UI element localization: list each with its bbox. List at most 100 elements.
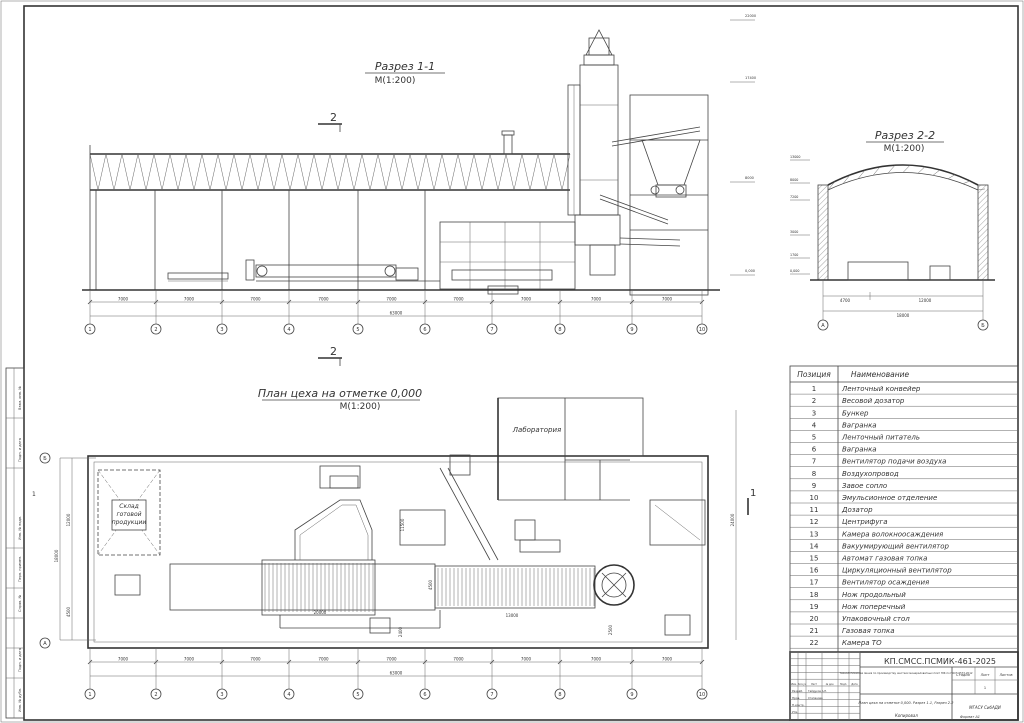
dimension-text: 4500 [428,579,433,590]
dimension-text: 7000 [250,657,261,662]
axis-number: 7 [490,327,493,333]
sheet-label: Лист [980,673,991,677]
axis-bubble [696,323,708,335]
axis-number: 3 [220,692,223,698]
axis-number: 5 [356,692,359,698]
spec-row-position: 20 [810,615,819,623]
format-label: Формат А1 [960,715,980,719]
dimension-text: 7000 [318,297,329,302]
axis-bubble [352,323,364,335]
spec-row-name: Упаковочный стол [842,615,910,623]
axis-bubble [486,323,498,335]
title-block-header: Дата [851,683,858,686]
axis-bubble [696,688,708,700]
title-block-header: № док. [826,683,835,686]
axis-bubble [283,688,295,700]
axis-number: 3 [220,327,223,333]
axis-number: 6 [423,327,426,333]
spec-row-name: Вентилятор осаждения [842,579,929,587]
spec-row-name: Газовая топка [842,627,895,635]
spec-row-name: Ленточный конвейер [841,385,921,393]
spec-row-position: 11 [810,506,819,514]
room-label-lab: Лаборатория [512,426,561,434]
sheet-number: 1 [984,686,986,690]
dimension-text: 7000 [118,657,129,662]
spec-row-position: 7 [812,458,816,466]
spec-header-position: Позиция [797,370,831,379]
title-block-role: Н.контр. [792,703,805,707]
section-1-1-scale: М(1:200) [375,76,416,86]
spec-row-position: 9 [812,482,816,490]
dimension-text: 2400 [398,626,403,637]
strip-label: Инв. № подл. [18,516,22,540]
title-block-name: Степанова [808,696,823,700]
drawing-code: КП.СМСС.ПСМИК-461-2025 [884,657,996,666]
spec-header-name: Наименование [851,370,910,379]
axis-number: 1 [88,692,91,698]
axis-bubble [352,688,364,700]
spec-row-name: Дозатор [841,506,873,514]
axis-number: 4 [287,327,290,333]
elevation-mark: 0,000 [790,269,799,273]
section-1-1-title: Разрез 1-1 [375,60,435,73]
axis-bubble [486,688,498,700]
plan-title: План цеха на отметке 0,000 [258,387,422,400]
spec-row-name: Вагранка [842,421,877,429]
spec-row-name: Центрифуга [842,518,887,526]
organization: МГАСУ СибАДИ [969,705,1001,710]
axis-letter: Б [981,323,985,329]
stage-label: Стадия [956,673,969,677]
dimension-text: 13000 [506,613,519,618]
dimension-text: 4500 [66,606,71,617]
axis-number: 4 [287,692,290,698]
axis-number: 8 [558,692,561,698]
strip-label: Перв. примен. [18,556,22,582]
spec-row-name: Эмульсионное отделение [841,494,937,502]
dimension-text: 4700 [840,298,851,303]
section-mark-side: 1 [32,491,36,498]
title-block-header: Лист [811,683,818,686]
title-block-role: Разраб. [792,689,803,693]
dimension-text: 7000 [318,657,329,662]
spec-row-name: Бункер [842,409,869,417]
section-mark-bottom: 2 [330,345,337,358]
dimension-text: 7000 [521,297,532,302]
dimension-text: 20000 [314,610,327,615]
dimension-text: 7000 [184,297,195,302]
dimension-text: 7000 [386,657,397,662]
axis-number: 9 [630,327,633,333]
dimension-text: 24000 [730,513,735,526]
spec-row-position: 12 [810,518,819,526]
axis-bubble [150,323,162,335]
spec-row-position: 15 [810,555,819,563]
spec-row-name: Воздухопровод [842,470,899,478]
elevation-mark: 8000 [790,178,798,182]
elevation-mark: 17400 [745,76,756,80]
spec-row-name: Ленточный питатель [841,434,920,442]
dimension-text: 63000 [390,671,403,676]
elevation-mark: 7200 [790,195,798,199]
spec-row-position: 4 [812,421,817,429]
elevation-mark: 3000 [790,230,798,234]
strip-label: Подп. и дата [18,648,22,672]
section-2-2-title: Разрез 2-2 [875,129,935,142]
dimension-text: 11500 [400,518,405,531]
elevation-mark: 22000 [745,14,756,18]
section-1-1: Разрез 1-1 М(1:200) 2 [82,14,756,335]
spec-row-name: Весовой дозатор [842,397,905,405]
dimension-text: 7000 [386,297,397,302]
axis-bubble [283,323,295,335]
dimension-text: 12000 [66,513,71,526]
axis-bubble [419,688,431,700]
section-2-2: Разрез 2-2 М(1:200) 13000 8000 7200 3000… [790,129,995,331]
spec-row-position: 10 [810,494,819,502]
spec-row-position: 22 [810,639,819,647]
dimension-text: 7000 [118,297,129,302]
spec-row-name: Автомат газовая топка [841,555,927,563]
dimension-text: 63000 [390,311,403,316]
axis-letter: А [821,323,825,329]
